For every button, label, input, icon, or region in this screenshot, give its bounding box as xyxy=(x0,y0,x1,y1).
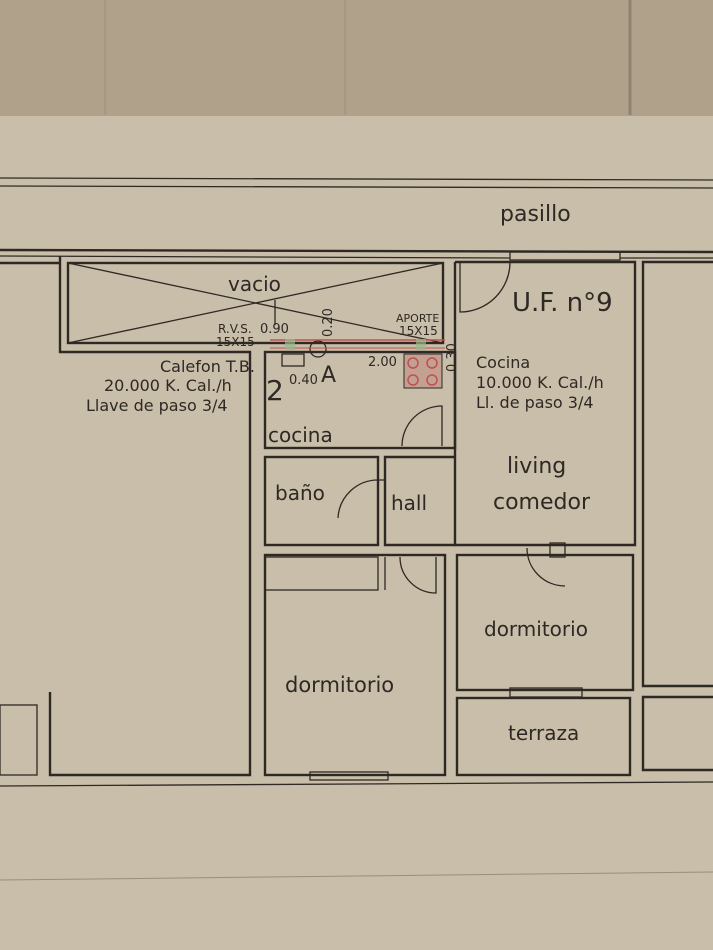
unit-label: U.F. n°9 xyxy=(512,288,613,318)
svg-text:Llave de paso 3/4: Llave de paso 3/4 xyxy=(86,396,228,415)
svg-text:A: A xyxy=(321,363,336,388)
corridor-label: pasillo xyxy=(500,202,571,227)
paper-sheet xyxy=(0,116,713,950)
svg-text:Calefon T.B.: Calefon T.B. xyxy=(160,357,255,376)
bath-label: baño xyxy=(275,481,325,505)
burners-icon xyxy=(407,357,438,386)
vent-aporte xyxy=(416,339,426,350)
svg-text:20.000 K. Cal./h: 20.000 K. Cal./h xyxy=(104,376,232,395)
bedroom-right-label: dormitorio xyxy=(484,617,588,641)
dining-label: comedor xyxy=(493,490,591,515)
door-kitchen xyxy=(401,405,443,447)
window-bedroom-left xyxy=(309,771,389,781)
svg-text:2: 2 xyxy=(266,374,284,407)
bedroom-left-label: dormitorio xyxy=(285,673,394,697)
walls xyxy=(0,177,713,881)
svg-text:Cocina: Cocina xyxy=(476,353,530,372)
background-sheet xyxy=(0,0,713,118)
svg-text:APORTE: APORTE xyxy=(396,312,439,325)
kitchen-label: cocina xyxy=(268,423,333,447)
window-corridor xyxy=(509,251,621,261)
svg-text:Ll. de paso 3/4: Ll. de paso 3/4 xyxy=(476,393,594,412)
svg-text:0.90: 0.90 xyxy=(260,322,289,337)
vent-rvs xyxy=(285,339,295,350)
terrace-label: terraza xyxy=(508,721,579,745)
void-label: vacio xyxy=(228,272,281,296)
svg-text:0.40: 0.40 xyxy=(289,373,318,388)
svg-text:0.30: 0.30 xyxy=(445,343,460,372)
door-bedroom-left xyxy=(399,556,437,594)
hall-label: hall xyxy=(391,491,427,515)
door-bath xyxy=(337,479,386,520)
svg-text:R.V.S.: R.V.S. xyxy=(218,322,252,336)
svg-text:0.20: 0.20 xyxy=(321,308,336,337)
svg-text:2.00: 2.00 xyxy=(368,355,397,370)
svg-text:10.000 K. Cal./h: 10.000 K. Cal./h xyxy=(476,373,604,392)
door-entry xyxy=(459,261,511,313)
svg-text:15X15: 15X15 xyxy=(216,335,255,349)
living-label: living xyxy=(507,454,566,479)
svg-text:15X15: 15X15 xyxy=(399,324,438,338)
annotations: R.V.S. 15X15 0.90 0.20 APORTE 15X15 2.00… xyxy=(86,308,604,415)
